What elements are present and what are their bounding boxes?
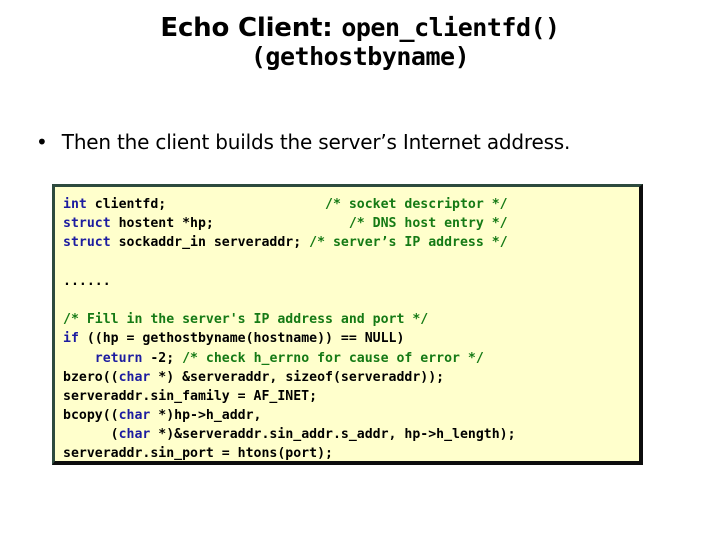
code-line: struct hostent *hp; /* DNS host entry */ (63, 214, 639, 233)
code-block-content: int clientfd; /* socket descriptor */str… (55, 187, 639, 462)
code-span-cmt: /* check h_errno for cause of error */ (182, 350, 484, 366)
bullet-item: • Then the client builds the server’s In… (36, 130, 696, 154)
page-title-function: open_clientfd() (341, 13, 560, 42)
bullet-text: Then the client builds the server’s Inte… (61, 130, 571, 154)
code-span-kw: return (94, 350, 143, 366)
code-span-cmt: /* server’s IP address */ (309, 235, 508, 251)
code-line: ...... (63, 272, 639, 291)
code-span-plain: sockaddr_in serveraddr; (110, 235, 310, 251)
code-span-plain: bcopy(( (63, 408, 119, 424)
code-span-plain: ((hp = gethostbyname(hostname)) == NULL) (78, 331, 405, 347)
code-span-kw: struct (63, 235, 111, 251)
page-title-line-1: Echo Client: open_clientfd() (0, 13, 720, 43)
code-line: int clientfd; /* socket descriptor */ (63, 195, 639, 214)
code-line (63, 291, 639, 310)
code-span-kw: char (118, 369, 151, 385)
code-span-kw: int (63, 197, 87, 212)
code-span-plain: serveraddr.sin_family = AF_INET; (63, 388, 318, 404)
code-line: struct sockaddr_in serveraddr; /* server… (63, 233, 639, 252)
code-block: int clientfd; /* socket descriptor */str… (52, 184, 643, 465)
code-span-plain (63, 351, 95, 366)
code-line: return -2; /* check h_errno for cause of… (63, 349, 639, 368)
code-line: bcopy((char *)hp->h_addr, (63, 406, 639, 425)
code-span-plain: ( (63, 427, 119, 443)
code-span-kw: if (63, 331, 79, 347)
code-span-cmt: /* Fill in the server's IP address and p… (63, 312, 429, 328)
code-span-plain: ...... (63, 273, 111, 289)
code-span-cmt: /* DNS host entry */ (348, 216, 508, 232)
code-span-plain: *)&serveraddr.sin_addr.s_addr, hp->h_len… (150, 427, 516, 443)
code-span-plain: *)hp->h_addr, (150, 408, 262, 424)
page-title: Echo Client: open_clientfd() (gethostbyn… (0, 13, 720, 72)
code-line: if ((hp = gethostbyname(hostname)) == NU… (63, 329, 639, 348)
code-span-cmt: /* socket descriptor */ (325, 197, 508, 212)
code-span-kw: struct (63, 216, 111, 232)
code-span-plain: -2; (142, 350, 183, 366)
code-line: serveraddr.sin_port = htons(port); (63, 444, 639, 462)
code-span-plain: *) &serveraddr, sizeof(serveraddr)); (150, 369, 445, 385)
code-span-plain: bzero(( (63, 369, 119, 385)
code-line: /* Fill in the server's IP address and p… (63, 310, 639, 329)
code-span-plain: hostent *hp; (110, 216, 349, 232)
code-line: bzero((char *) &serveraddr, sizeof(serve… (63, 368, 639, 387)
page-title-prefix: Echo Client: (160, 13, 342, 43)
code-span-plain: serveraddr.sin_port = htons(port); (63, 446, 333, 462)
code-span-plain: clientfd; (86, 197, 326, 212)
code-span-kw: char (118, 408, 151, 424)
code-line: serveraddr.sin_family = AF_INET; (63, 387, 639, 406)
page-title-line-2: (gethostbyname) (250, 42, 470, 72)
code-line (63, 253, 639, 272)
bullet-marker-icon: • (36, 130, 48, 154)
code-span-kw: char (118, 427, 151, 443)
code-line: (char *)&serveraddr.sin_addr.s_addr, hp-… (63, 425, 639, 444)
